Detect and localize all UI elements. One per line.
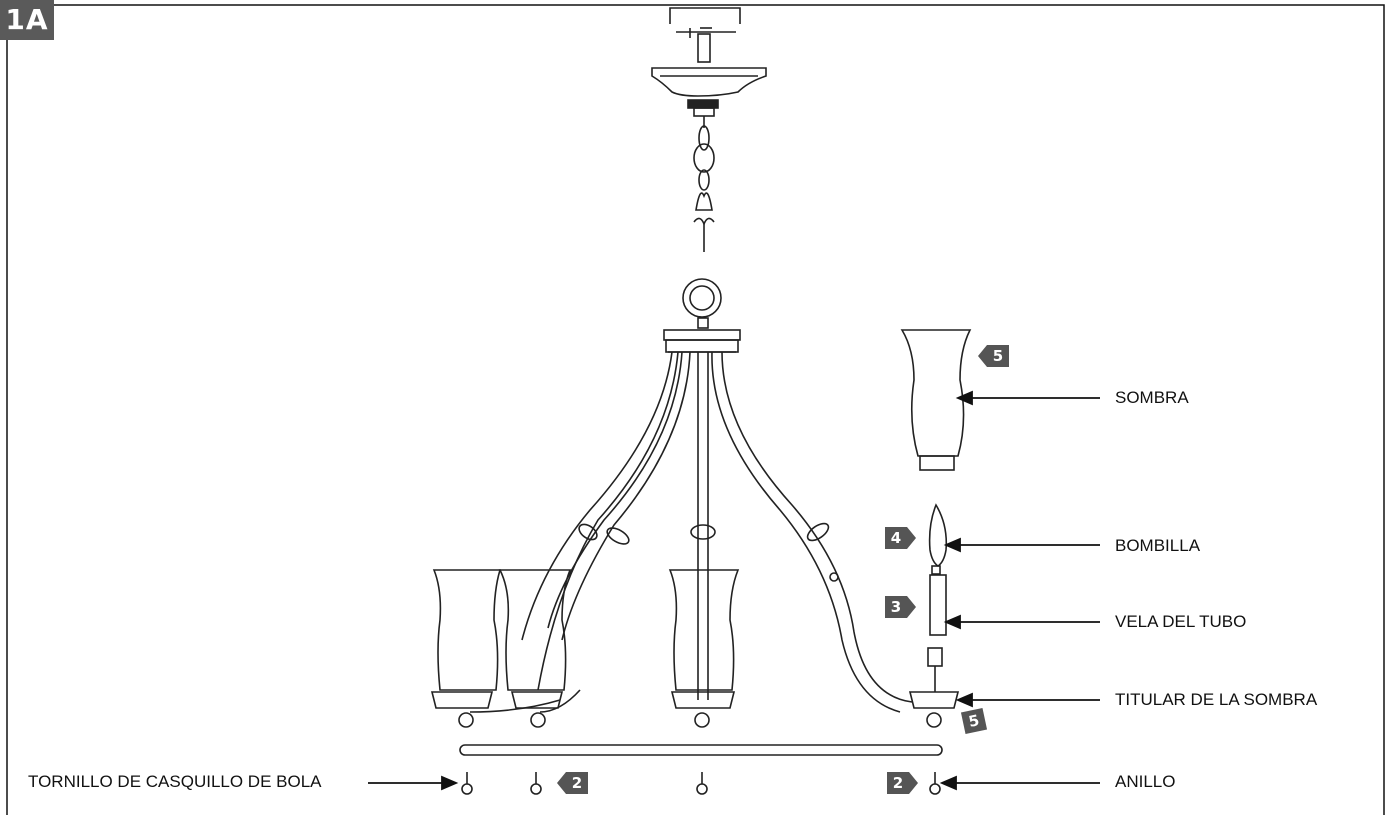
label-sombra: SOMBRA <box>1115 388 1189 407</box>
label-tornillo: TORNILLO DE CASQUILLO DE BOLA <box>28 772 322 791</box>
fixture-hub <box>663 278 741 353</box>
mounting-bracket <box>669 7 741 63</box>
ring-bar <box>459 744 943 756</box>
label-titular: TITULAR DE LA SOMBRA <box>1115 690 1318 709</box>
diagram-border <box>6 4 1385 815</box>
step-badge-shade: 5 <box>978 345 1009 367</box>
leader-lines <box>368 390 1100 791</box>
chain <box>693 116 715 252</box>
label-anillo: ANILLO <box>1115 772 1176 791</box>
fixture-holders <box>430 691 960 728</box>
step-badge-bulb: 4 <box>885 527 916 549</box>
step-badge-ring: 2 <box>887 772 918 794</box>
ball-cap-screws <box>461 772 941 795</box>
step-badge-candle: 3 <box>885 596 916 618</box>
fixture-shades <box>432 569 740 691</box>
label-bombilla: BOMBILLA <box>1115 536 1201 555</box>
exploded-bulb <box>928 503 948 575</box>
exploded-shade <box>900 329 972 471</box>
label-vela: VELA DEL TUBO <box>1115 612 1247 631</box>
arm-rings <box>578 522 830 545</box>
step-badge-screw: 2 <box>557 772 588 794</box>
step-badge-holder: 5 <box>960 707 988 735</box>
figure-label: 1A <box>0 0 54 40</box>
canopy <box>651 67 767 117</box>
exploded-candle-tube <box>927 574 947 692</box>
